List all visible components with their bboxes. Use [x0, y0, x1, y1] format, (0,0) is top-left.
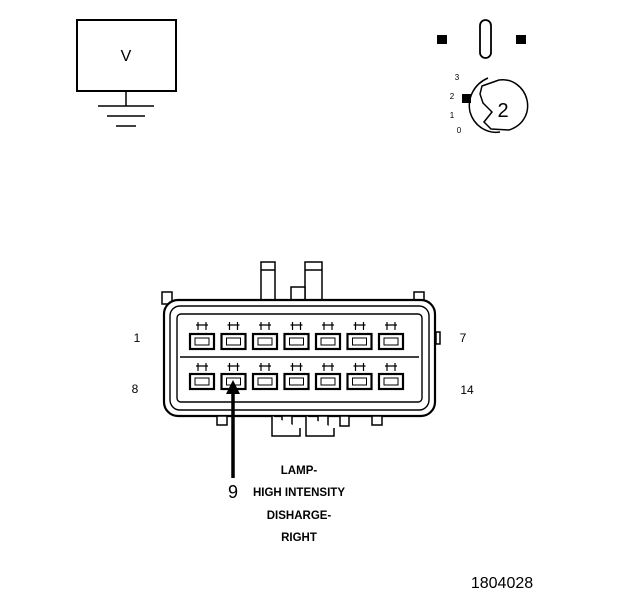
pin-label-7: 7	[460, 331, 467, 345]
voltmeter: V	[76, 19, 177, 127]
pin-1	[188, 322, 216, 351]
pin-4	[283, 322, 310, 351]
key-position-marker	[462, 94, 471, 103]
callout-line-1: LAMP-	[281, 465, 318, 477]
pin-label-8: 8	[132, 382, 139, 396]
key-position-0: 0	[457, 126, 462, 135]
pin-7	[377, 322, 405, 351]
callout-pin-number: 9	[228, 482, 238, 502]
pin-14	[377, 363, 405, 391]
key-cylinder-arc	[468, 77, 501, 134]
arrow-head-icon	[226, 380, 240, 394]
callout-line-3: DISHARGE-	[267, 510, 332, 522]
probe-body	[479, 19, 492, 59]
callout-line-4: RIGHT	[281, 532, 317, 544]
ignition-key-icon: 3 2 1 0 2	[450, 73, 529, 135]
pin-3	[251, 322, 279, 351]
callout-arrow	[226, 380, 240, 478]
callout-line-2: HIGH INTENSITY	[253, 487, 345, 499]
pin-label-14: 14	[460, 383, 474, 397]
pin-8	[188, 363, 216, 391]
key-head	[479, 79, 529, 131]
connector-bottom-features	[216, 415, 383, 437]
pin-10	[251, 363, 279, 391]
pin-2	[220, 322, 247, 351]
key-position-1: 1	[450, 111, 455, 120]
pin-row-bottom	[188, 363, 405, 391]
connector-housing-outer	[162, 298, 437, 418]
connector-cavity-wall	[176, 313, 423, 403]
probe-right-terminal	[516, 35, 526, 44]
connector: 1 7 8 14	[132, 261, 474, 437]
pin-6	[346, 322, 373, 351]
key-position-3: 3	[455, 73, 460, 82]
pin-label-1: 1	[134, 331, 141, 345]
connector-housing-rim	[169, 305, 430, 411]
probe-symbol	[437, 19, 526, 59]
pin-5	[314, 322, 342, 351]
pin-row-top	[188, 322, 405, 351]
pin-12	[314, 363, 342, 391]
figure-id: 1804028	[471, 575, 533, 592]
pin-13	[346, 363, 373, 391]
pin-11	[283, 363, 310, 391]
probe-left-terminal	[437, 35, 447, 44]
voltmeter-symbol: V	[121, 48, 132, 65]
key-position-2: 2	[450, 92, 455, 101]
key-position-number: 2	[497, 100, 508, 122]
connector-top-latches	[260, 261, 323, 303]
ground-icon	[98, 105, 154, 127]
